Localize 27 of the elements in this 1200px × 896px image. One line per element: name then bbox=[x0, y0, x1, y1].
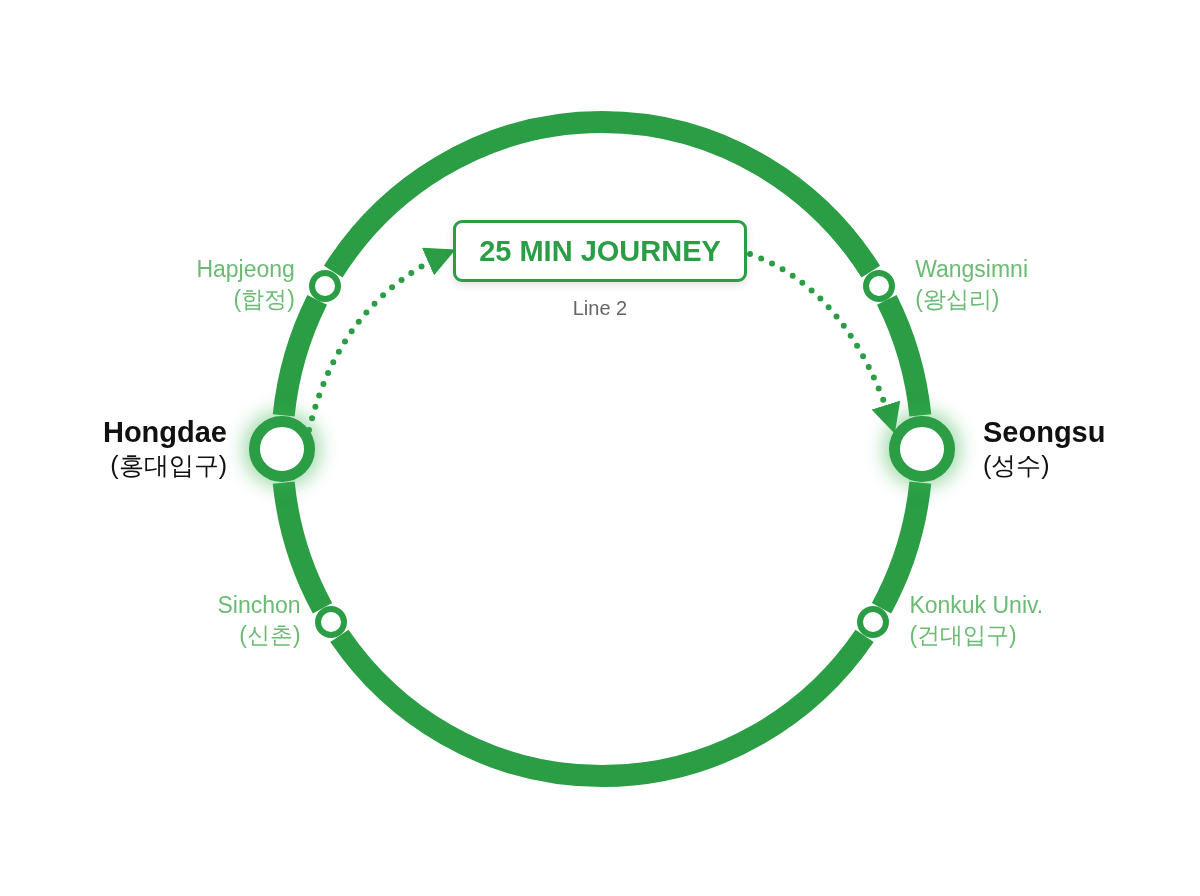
station-name-korean: (왕십리) bbox=[915, 287, 1000, 311]
station-circle bbox=[308, 269, 341, 302]
station-name: Hongdae bbox=[102, 418, 227, 447]
station-name: Wangsimni bbox=[915, 257, 1029, 281]
station-name: Sinchon bbox=[217, 594, 301, 618]
station-circle bbox=[314, 606, 347, 639]
major-station-circle bbox=[889, 416, 955, 482]
station-circle bbox=[857, 606, 890, 639]
journey-box: 25 MIN JOURNEY bbox=[453, 220, 747, 282]
station-name: Seongsu bbox=[983, 418, 1106, 447]
line-segment bbox=[871, 481, 932, 613]
station-name-korean: (건대입구) bbox=[909, 624, 1017, 648]
station-name: Konkuk Univ. bbox=[909, 594, 1044, 618]
station-name-korean: (성수) bbox=[983, 453, 1050, 478]
line-segment bbox=[272, 481, 333, 613]
station-name-korean: (신촌) bbox=[239, 624, 301, 648]
station-name: Hapjeong bbox=[196, 257, 295, 281]
station-name-korean: (홍대입구) bbox=[110, 453, 227, 478]
line-segment bbox=[272, 295, 328, 417]
station-circle bbox=[863, 269, 896, 302]
station-name-korean: (합정) bbox=[233, 287, 295, 311]
line-segment bbox=[876, 295, 932, 417]
dotted-arrow bbox=[747, 251, 900, 434]
line-segment bbox=[330, 629, 874, 787]
route-caption: Line 2 bbox=[572, 298, 628, 318]
line-segment bbox=[324, 111, 880, 279]
major-station-circle bbox=[249, 416, 315, 482]
